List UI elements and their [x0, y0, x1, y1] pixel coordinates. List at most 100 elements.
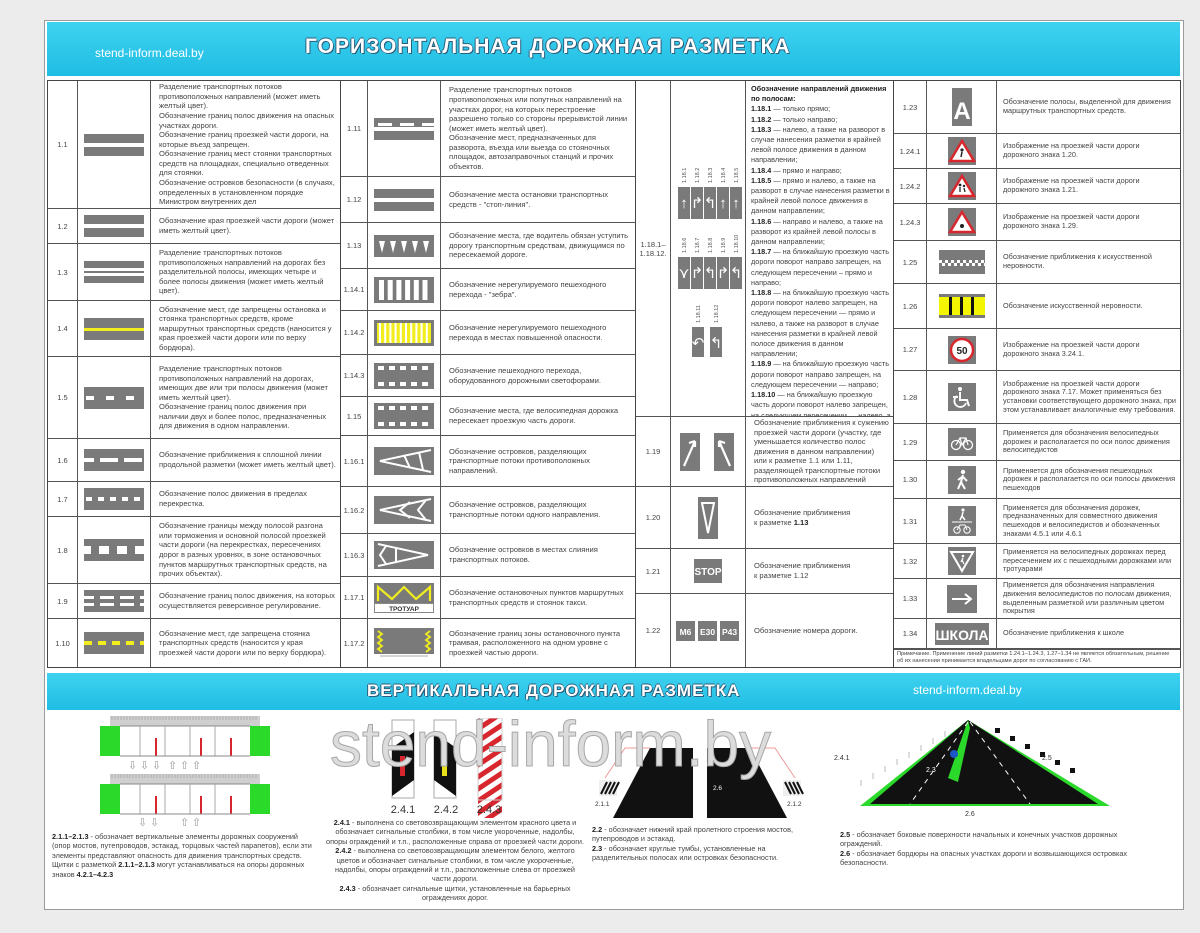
svg-text:↑: ↑: [719, 195, 727, 212]
svg-text:↑: ↑: [732, 195, 740, 212]
svg-text:2.6: 2.6: [713, 785, 722, 792]
delineator-posts-2-4-illustration: 2.4.1 2.4.2 2.4.3: [390, 662, 510, 828]
site-url[interactable]: stend-inform.deal.by: [95, 46, 204, 60]
marking-description: Изображение на проезжей части дороги дор…: [1003, 141, 1140, 159]
warning-dot-sign-icon: [927, 204, 997, 240]
section-title: ВЕРТИКАЛЬНАЯ ДОРОЖНАЯ РАЗМЕТКА: [367, 681, 741, 700]
give-way-approach-triangle-icon: [671, 487, 746, 548]
marking-code: 1.18.1– 1.18.12.: [636, 81, 671, 416]
marking-code: 1.2: [48, 209, 78, 243]
marking-row: 1.18.1– 1.18.12. 1.18.1 ↑ 1.18.2 ↱ 1.18.3 ↰ 1.1…: [636, 81, 893, 417]
speed-bump-approach-icon: [927, 241, 997, 283]
marking-row: 1.2 Обозначение края проезжей части дорог…: [48, 209, 340, 244]
marking-description: Изображение на проезжей части дороги дор…: [1003, 339, 1140, 358]
marking-row: 1.3 Разделение транспортных потоков проти…: [48, 244, 340, 301]
svg-text:STOP: STOP: [694, 567, 721, 578]
svg-text:↰: ↰: [704, 195, 717, 212]
svg-text:2.4.1: 2.4.1: [834, 755, 850, 762]
marking-code: 1.21: [636, 549, 671, 593]
marking-code: 1.10: [48, 619, 78, 667]
svg-text:2.4.2: 2.4.2: [434, 804, 458, 816]
yellow-zebra-crossing-icon: [368, 311, 441, 354]
svg-text:↰: ↰: [710, 335, 723, 352]
svg-text:P43: P43: [722, 627, 737, 637]
marking-description: Применяется для обозначения направления …: [1003, 580, 1172, 616]
yellow-solid-line-icon: [78, 301, 151, 356]
dashed-solid-line-icon: [368, 81, 441, 176]
short-dashed-line-icon: [78, 482, 151, 516]
warning-pedestrian-sign-icon: [927, 134, 997, 168]
marking-row: 1.6 Обозначение приближения к сплошной ли…: [48, 439, 340, 482]
svg-text:⇩: ⇩: [138, 817, 147, 829]
marking-description: Изображение на проезжей части дороги дор…: [1003, 378, 1176, 414]
svg-text:↑: ↑: [680, 195, 688, 212]
marking-description: Обозначение полос движения в пределах пе…: [159, 489, 307, 508]
marking-code: 1.6: [48, 439, 78, 481]
svg-text:1.18.8: 1.18.8: [708, 237, 714, 252]
marking-description: Обозначение направлений движения по поло…: [751, 84, 891, 417]
svg-text:M6: M6: [680, 627, 692, 637]
svg-text:ТРОТУАР: ТРОТУАР: [389, 606, 419, 613]
marking-description: Применяется для обозначения дорожек, пре…: [1003, 502, 1160, 538]
marking-description: Обозначение места, где водитель обязан у…: [449, 231, 629, 260]
svg-text:1.18.10: 1.18.10: [734, 234, 740, 252]
marking-description: Разделение транспортных потоков противоп…: [449, 85, 628, 172]
marking-description: Обозначение остановочных пунктов маршрут…: [449, 587, 624, 607]
svg-text:2.4.1: 2.4.1: [391, 804, 415, 816]
marking-description: Разделение транспортных потоков противоп…: [159, 248, 326, 296]
svg-text:1.18.7: 1.18.7: [695, 237, 701, 252]
svg-text:↱: ↱: [691, 195, 704, 212]
svg-text:1.18.3: 1.18.3: [708, 167, 714, 182]
island-opposite-icon: [368, 436, 441, 486]
marking-description: Обозначение края проезжей части дороги (…: [159, 216, 335, 235]
header-banner: stend-inform.deal.by ГОРИЗОНТАЛЬНАЯ ДОРО…: [47, 22, 1180, 76]
marking-description: Применяется для обозначения велосипедных…: [1003, 428, 1170, 455]
long-dashed-line-icon: [78, 439, 151, 481]
svg-text:⇧: ⇧: [192, 760, 201, 772]
wheelchair-icon: [927, 371, 997, 423]
marking-description: Обозначение мест, где запрещена стоянка …: [159, 628, 327, 657]
double-solid-line-icon: [78, 81, 151, 208]
marking-code: 1.14.1: [341, 269, 368, 310]
marking-description: Обозначение островков в местах слияния т…: [449, 545, 598, 564]
marking-description: Разделение транспортных потоков противоп…: [159, 82, 335, 207]
marking-description: Обозначение приближения к сужению проезж…: [754, 417, 889, 485]
marking-description: Обозначение островков, разделяющих транс…: [449, 500, 601, 519]
marking-code: 1.16.1: [341, 436, 368, 486]
marking-code: 1.7: [48, 482, 78, 516]
speed-bump-icon: [927, 284, 997, 328]
marking-code: 1.14.2: [341, 311, 368, 354]
svg-text:1.18.2: 1.18.2: [695, 167, 701, 182]
svg-text:2.6: 2.6: [965, 811, 975, 818]
marking-description: Обозначение приближения к сплошной линии…: [159, 450, 336, 469]
marking-description: Обозначение приближения к разметке 1.13: [754, 507, 851, 527]
svg-text:1.18.1: 1.18.1: [682, 167, 688, 182]
wide-dashed-line-icon: [78, 517, 151, 583]
marking-code: 1.3: [48, 244, 78, 300]
marking-description: Применяется для обозначения пешеходных д…: [1003, 465, 1176, 492]
bicycle-icon: [927, 424, 997, 460]
marking-code: 1.32: [894, 544, 927, 578]
dashed-line-icon: [78, 357, 151, 438]
bicycle-crossing-icon: [368, 397, 441, 435]
svg-text:E30: E30: [700, 627, 715, 637]
marking-description: Обозначение искусственной неровности.: [1003, 300, 1143, 310]
markings-column-3: 1.18.1– 1.18.12. 1.18.1 ↑ 1.18.2 ↱ 1.18.3 ↰ 1.1…: [635, 80, 894, 668]
marking-code: 1.23: [894, 81, 927, 133]
svg-text:2.4.3: 2.4.3: [477, 804, 501, 816]
site-url[interactable]: stend-inform.deal.by: [913, 683, 1022, 697]
